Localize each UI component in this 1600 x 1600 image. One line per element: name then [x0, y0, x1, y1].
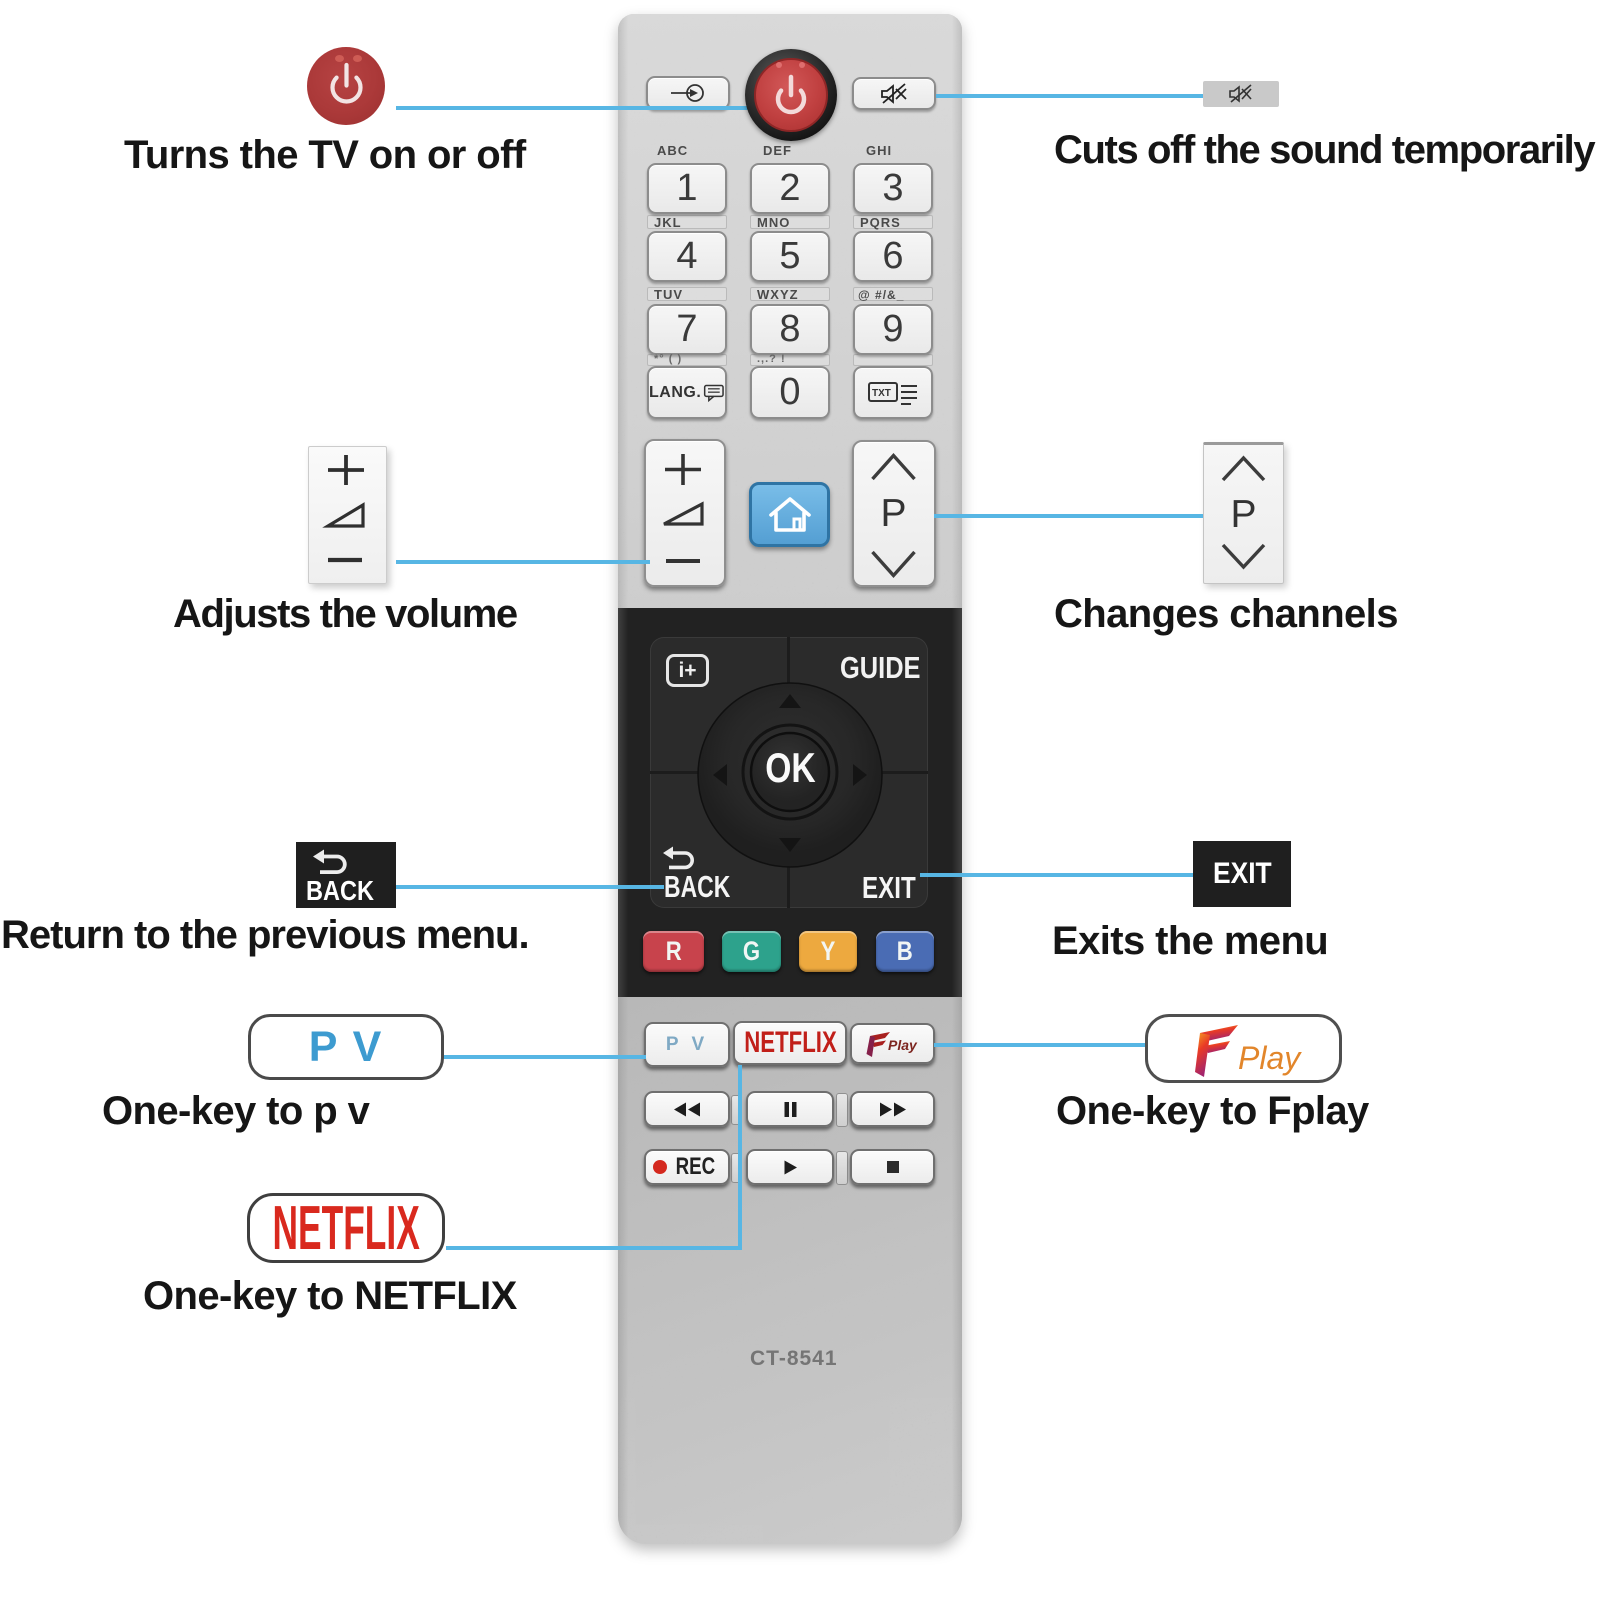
svg-text:TXT: TXT — [872, 388, 891, 399]
svg-text:Play: Play — [888, 1037, 918, 1053]
svg-text:P: P — [1230, 493, 1256, 536]
svg-text:P: P — [880, 492, 906, 535]
svg-text:Play: Play — [1238, 1040, 1302, 1076]
